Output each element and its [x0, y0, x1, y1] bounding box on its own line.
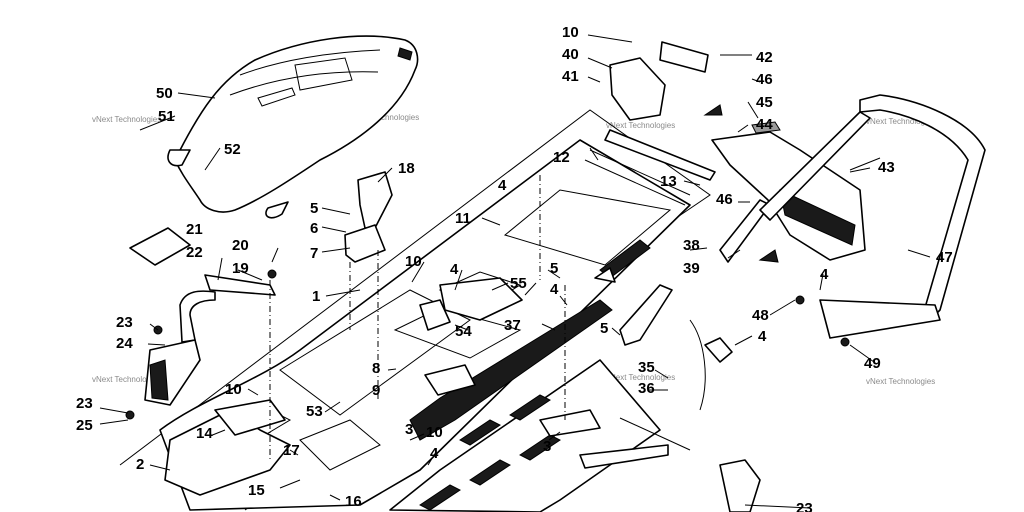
callout-label: 4 [820, 266, 829, 283]
callout-label: 5 [310, 200, 318, 217]
watermark-text: vNext Technologies [606, 373, 675, 382]
rear-bumper [759, 94, 986, 347]
callout-label: 17 [283, 442, 300, 459]
callout-label: 23 [76, 395, 93, 412]
callout-label: 4 [550, 281, 559, 298]
callout-label: 10 [426, 424, 443, 441]
callout-label: 23 [796, 500, 813, 512]
callout-label: 36 [638, 380, 655, 397]
callout-label: 11 [455, 210, 471, 227]
callout-label: 14 [196, 425, 213, 442]
callout-label: 19 [232, 260, 249, 277]
watermark-text: vNext Technologies [350, 113, 419, 122]
callout-label: 47 [936, 249, 953, 266]
callout-label: 45 [756, 94, 773, 111]
callout-label: 48 [752, 307, 769, 324]
callout-label: 46 [756, 71, 773, 88]
callout-label: 37 [504, 317, 521, 334]
watermark-text: vNext Technologies [92, 375, 161, 384]
callout-label: 20 [232, 237, 249, 254]
callout-label: 38 [683, 237, 700, 254]
callout-label: 21 [186, 221, 203, 238]
callout-label: 18 [398, 160, 415, 177]
callout-label: 5 [550, 260, 558, 277]
callout-label: 6 [310, 220, 318, 237]
callout-label: 39 [683, 260, 700, 277]
callout-label: 51 [158, 108, 175, 125]
callout-label: 1 [312, 288, 320, 305]
leader-lines [99, 34, 931, 509]
watermark-text: vNext Technologies [92, 115, 161, 124]
running-board [389, 359, 691, 512]
seat-assembly [167, 35, 419, 219]
callout-label: 3 [543, 438, 551, 455]
callout-label: 52 [224, 141, 241, 158]
callout-label: 7 [310, 245, 318, 262]
callout-label: 42 [756, 49, 773, 66]
callout-label: 2 [136, 456, 144, 473]
callout-label: 16 [345, 493, 362, 510]
callout-label: 8 [372, 360, 380, 377]
left-brackets [125, 227, 291, 496]
callout-label: 24 [116, 335, 133, 352]
callout-label: 10 [405, 253, 422, 270]
callout-label: 35 [638, 359, 655, 376]
callout-label: 54 [455, 323, 472, 340]
callout-label: 41 [562, 68, 579, 85]
callout-label: 46 [716, 191, 733, 208]
callout-label: 3 [405, 421, 413, 438]
right-brackets [619, 284, 761, 512]
callout-label: 15 [248, 482, 265, 499]
callout-label: 5 [600, 320, 608, 337]
callouts: 50 51 52 18 5 6 7 1 21 22 20 19 23 24 23… [76, 24, 953, 512]
watermark-text: vNext Technologies [606, 121, 675, 130]
callout-label: 10 [562, 24, 579, 41]
watermark-text: vNext Technologies [866, 377, 935, 386]
callout-label: 4 [758, 328, 767, 345]
callout-label: 55 [510, 275, 527, 292]
callout-label: 9 [372, 382, 380, 399]
callout-label: 13 [660, 173, 677, 190]
callout-label: 23 [116, 314, 133, 331]
watermark-text: vNext Technologies [866, 117, 935, 126]
callout-label: 4 [498, 177, 507, 194]
callout-label: 40 [562, 46, 579, 63]
callout-label: 10 [225, 381, 242, 398]
callout-label: 4 [450, 261, 459, 278]
callout-label: 22 [186, 244, 203, 261]
callout-label: 49 [864, 355, 881, 372]
callout-label: 50 [156, 85, 173, 102]
callout-label: 25 [76, 417, 93, 434]
callout-label: 44 [756, 116, 773, 133]
callout-label: 12 [553, 149, 570, 166]
callout-label: 53 [306, 403, 323, 420]
callout-label: 43 [878, 159, 895, 176]
center-parts [269, 171, 616, 460]
callout-label: 4 [430, 445, 439, 462]
